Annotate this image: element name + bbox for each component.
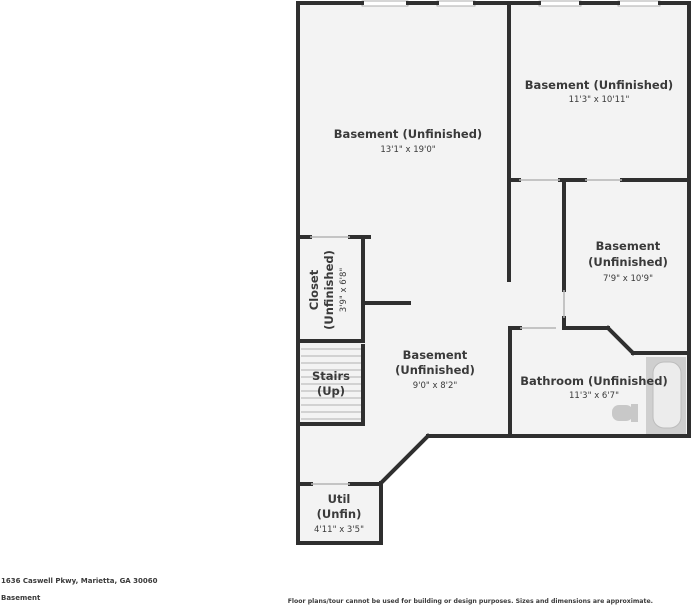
room-basement-main: Basement (Unfinished) 13'1" x 19'0"	[334, 127, 482, 155]
room-name: Bathroom (Unfinished)	[520, 374, 667, 388]
door-openings	[310, 179, 622, 485]
room-basement-center: Basement (Unfinished) 9'0" x 8'2"	[395, 348, 475, 391]
room-dimensions: 9'0" x 8'2"	[413, 381, 458, 391]
room-name-line1: Basement	[403, 348, 468, 362]
room-name-line1: Closet	[307, 269, 321, 310]
property-address: 1636 Caswell Pkwy, Marietta, GA 30060	[1, 577, 158, 585]
room-bathroom: Bathroom (Unfinished) 11'3" x 6'7"	[520, 374, 667, 401]
room-basement-east: Basement (Unfinished) 7'9" x 10'9"	[588, 239, 668, 284]
room-name-line1: Stairs	[312, 369, 350, 383]
disclaimer-text: Floor plans/tour cannot be used for buil…	[288, 598, 653, 605]
room-closet: Closet (Unfinished) 3'9" x 6'8"	[307, 250, 349, 330]
room-util: Util (Unfin) 4'11" x 3'5"	[314, 492, 364, 535]
room-name-line2: (Unfin)	[317, 507, 362, 521]
room-dimensions: 13'1" x 19'0"	[380, 145, 435, 155]
room-name-line2: (Unfinished)	[322, 250, 336, 330]
room-dimensions: 4'11" x 3'5"	[314, 525, 364, 535]
room-name-line2: (Up)	[317, 384, 345, 398]
stairs-treads	[301, 348, 361, 420]
exterior-walls	[296, 1, 691, 545]
room-name: Basement (Unfinished)	[334, 127, 482, 141]
floor-area	[298, 3, 689, 543]
floor-label: Basement	[1, 594, 41, 602]
room-name-line1: Basement	[596, 239, 661, 253]
room-dimensions: 11'3" x 10'11"	[569, 95, 630, 105]
bathtub-icon	[646, 357, 686, 434]
room-dimensions: 11'3" x 6'7"	[569, 391, 619, 401]
room-basement-ne: Basement (Unfinished) 11'3" x 10'11"	[525, 78, 673, 105]
room-name-line1: Util	[328, 492, 351, 506]
room-dimensions: 7'9" x 10'9"	[603, 274, 653, 284]
room-name-line2: (Unfinished)	[588, 255, 668, 269]
room-stairs: Stairs (Up)	[312, 369, 350, 398]
room-name-line2: (Unfinished)	[395, 363, 475, 377]
room-dimensions: 3'9" x 6'8"	[339, 268, 349, 313]
toilet-icon	[612, 404, 638, 422]
room-name: Basement (Unfinished)	[525, 78, 673, 92]
interior-walls	[296, 1, 691, 486]
